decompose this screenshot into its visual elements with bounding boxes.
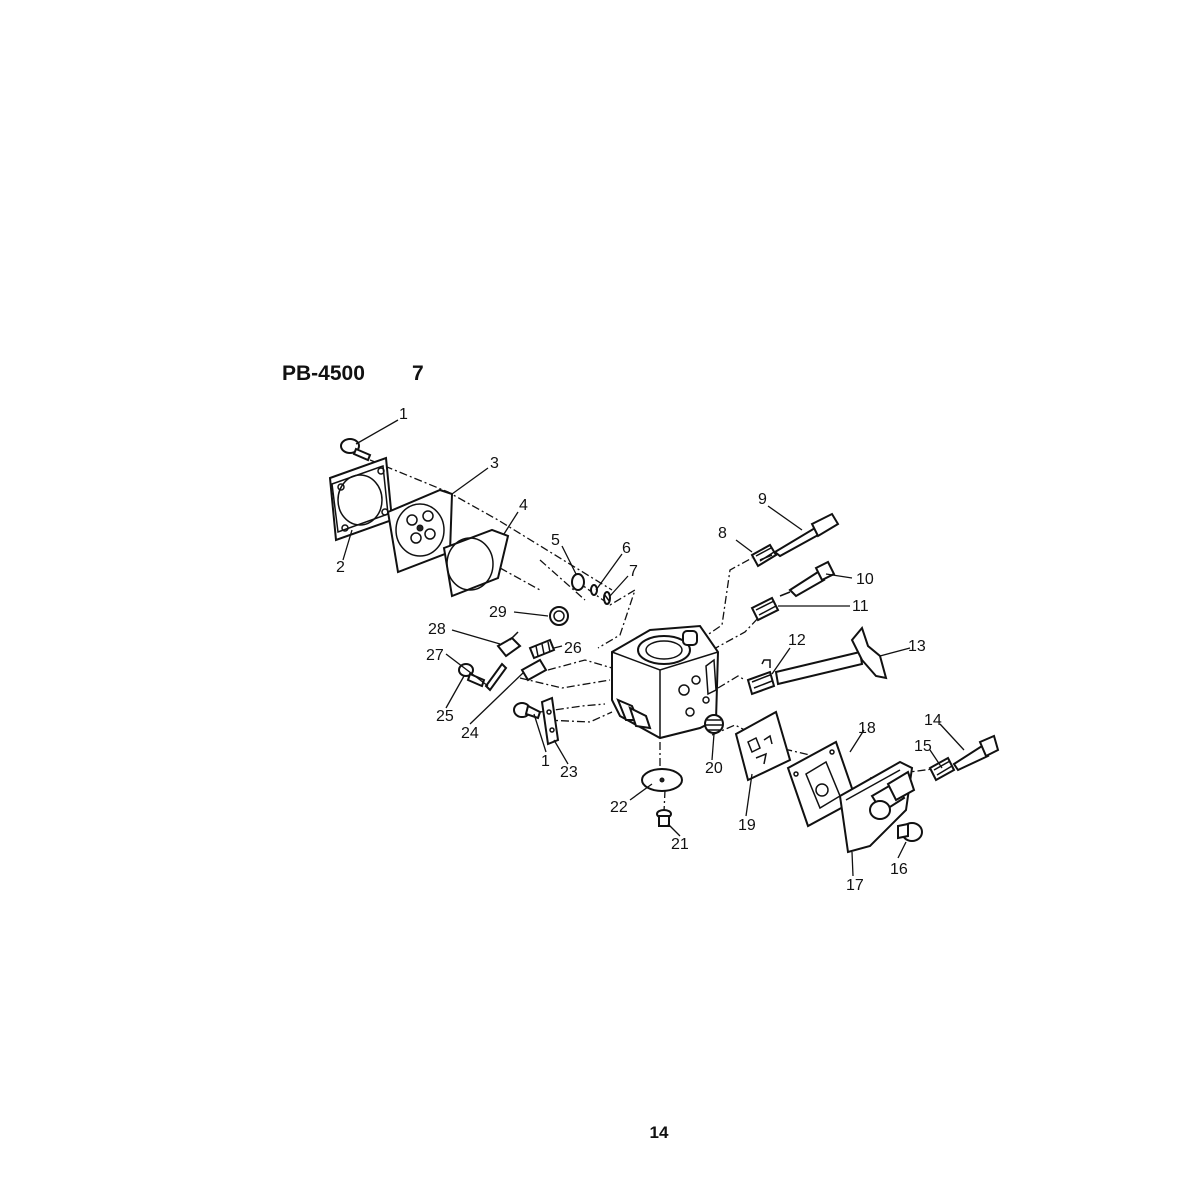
- callout-22: 22: [610, 799, 628, 816]
- pin-part-27: [484, 662, 508, 692]
- screw-part-16: [897, 822, 923, 842]
- callout-8: 8: [718, 525, 727, 542]
- callout-21: 21: [671, 836, 689, 853]
- needle-part-10: [779, 560, 836, 598]
- gasket-part-19: [734, 710, 792, 782]
- callout-26: 26: [564, 640, 582, 657]
- callout-14: 14: [924, 712, 942, 729]
- callout-2: 2: [336, 559, 345, 576]
- carburetor-body: [611, 624, 720, 740]
- callout-18: 18: [858, 720, 876, 737]
- washer-part-6: [590, 584, 598, 596]
- callout-9: 9: [758, 491, 767, 508]
- callout-17: 17: [846, 877, 864, 894]
- callout-labels: 1 2 3 4 5 6 7 8 9 10 11 12 13 14 15 16 1…: [336, 406, 942, 894]
- page-number: 14: [649, 1123, 669, 1142]
- callout-15: 15: [914, 738, 932, 755]
- assembly-lines: [369, 459, 941, 813]
- screw-part-1-top: [340, 438, 372, 462]
- spring-part-15: [928, 756, 956, 782]
- model-number: PB-4500: [282, 362, 365, 385]
- o-ring-part-5: [571, 573, 585, 591]
- callout-1b: 1: [541, 753, 550, 770]
- screw-part-21: [656, 809, 672, 827]
- callout-12: 12: [788, 632, 806, 649]
- plug-part-29: [549, 606, 569, 626]
- spring-part-12: [746, 659, 776, 696]
- callout-19: 19: [738, 817, 756, 834]
- diaphragm-cover-part-2: [328, 456, 394, 542]
- callout-10: 10: [856, 571, 874, 588]
- callout-24: 24: [461, 725, 479, 742]
- callout-3: 3: [490, 455, 499, 472]
- callout-25: 25: [436, 708, 454, 725]
- bracket-part-23: [540, 696, 560, 746]
- callout-16: 16: [890, 861, 908, 878]
- lever-part-28: [496, 631, 522, 658]
- throttle-shaft-part-13: [774, 625, 888, 686]
- screen-part-20: [704, 714, 724, 734]
- screw-part-1-lower: [513, 702, 542, 720]
- callout-1: 1: [399, 406, 408, 423]
- callout-5: 5: [551, 532, 560, 549]
- needle-part-9: [759, 512, 840, 561]
- callout-4: 4: [519, 497, 528, 514]
- gasket-part-4: [442, 528, 510, 598]
- disc-part-22: [641, 768, 683, 792]
- leader-lines: [342, 419, 965, 877]
- callout-20: 20: [705, 760, 723, 777]
- callout-13: 13: [908, 638, 926, 655]
- callout-7: 7: [629, 563, 638, 580]
- inlet-needle-part-24: [520, 658, 548, 682]
- spring-part-26: [528, 638, 556, 660]
- callout-23: 23: [560, 764, 578, 781]
- section-number: 7: [412, 362, 424, 385]
- callout-28: 28: [428, 621, 446, 638]
- spring-part-11: [750, 596, 780, 622]
- diaphragm-part-3: [386, 488, 454, 574]
- callout-6: 6: [622, 540, 631, 557]
- callout-11: 11: [852, 598, 869, 615]
- spring-part-8: [750, 543, 778, 568]
- callout-27: 27: [426, 647, 444, 664]
- spring-part-7: [603, 591, 611, 605]
- callout-29: 29: [489, 604, 507, 621]
- needle-part-14: [952, 734, 1000, 772]
- pump-cover-part-17: [838, 760, 916, 854]
